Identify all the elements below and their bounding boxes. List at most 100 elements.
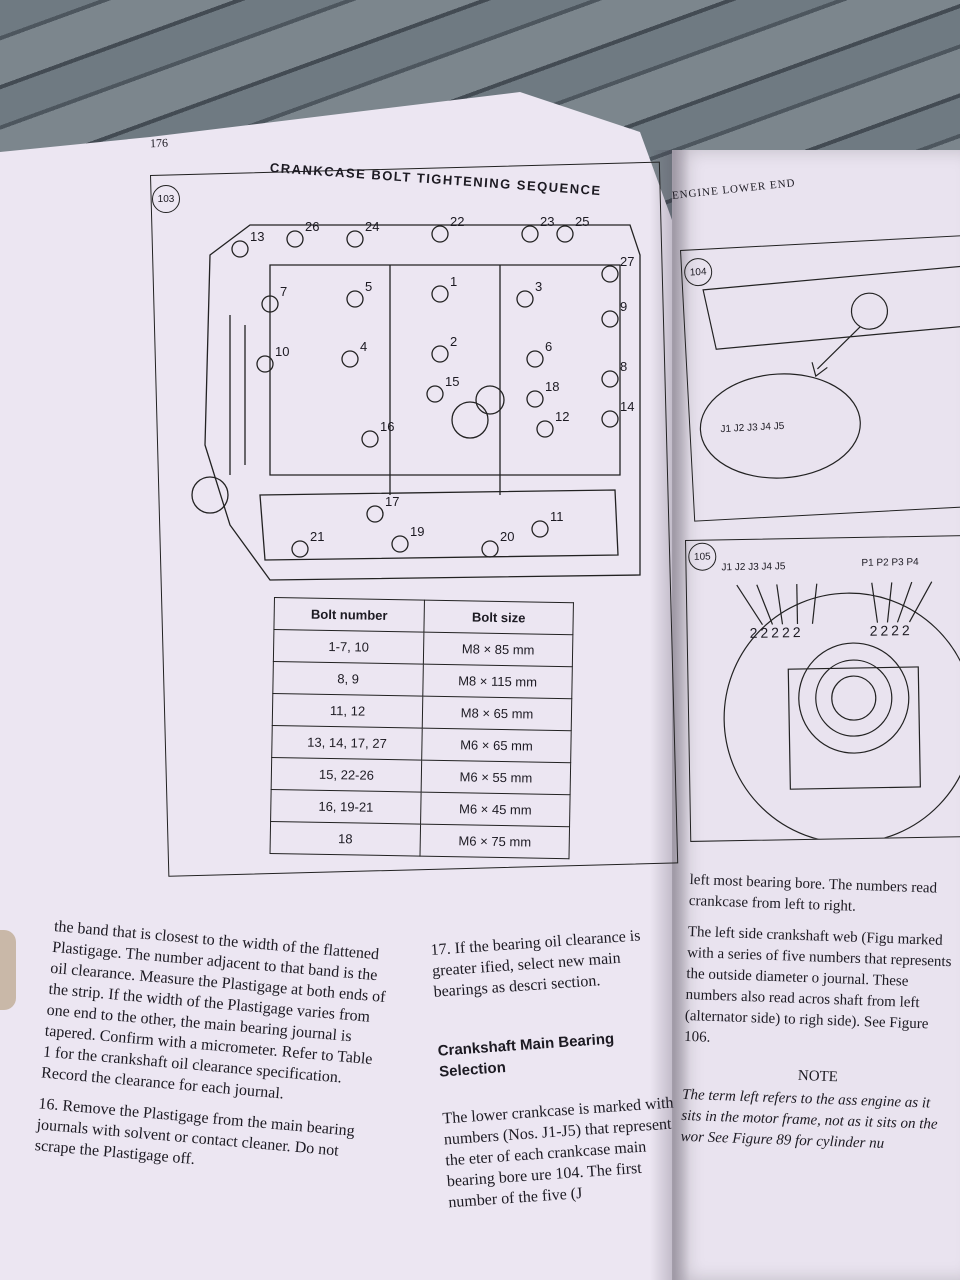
bolt-head [601, 370, 619, 388]
bolt-number-label: 7 [280, 284, 287, 299]
bolt-head [431, 285, 449, 303]
bolt-number-label: 15 [445, 374, 459, 389]
bolt-number-cell: 18 [270, 821, 421, 857]
figure-105-frame: 105 J1 J2 J3 J4 J5 P1 P2 P3 P4 22222 222… [685, 534, 960, 842]
bolt-number-label: 14 [620, 399, 634, 414]
bolt-size-cell: M6 × 65 mm [421, 728, 572, 763]
bolt-head [526, 350, 544, 368]
note-text: The term left refers to the ass engine a… [680, 1086, 938, 1152]
bolt-head [431, 345, 449, 363]
bolt-head [431, 225, 449, 243]
bolt-head [286, 230, 304, 248]
bolt-size-cell: M8 × 65 mm [422, 696, 572, 731]
bolt-number-label: 5 [365, 279, 372, 294]
bolt-head [231, 240, 249, 258]
column-header: Bolt number [273, 597, 425, 633]
bolt-number-label: 27 [620, 254, 634, 269]
bolt-head [536, 420, 554, 438]
paragraph: left most bearing bore. The numbers read… [688, 871, 938, 915]
text-column-left: the band that is closest to the width of… [33, 916, 394, 1196]
bolt-number-cell: 1-7, 10 [273, 629, 425, 665]
bolt-size-cell: M8 × 115 mm [422, 664, 573, 699]
bolt-number-cell: 11, 12 [272, 693, 423, 729]
bolt-head [516, 290, 534, 308]
bolt-head [556, 225, 574, 243]
book-gutter [650, 150, 690, 1280]
book-page-right [672, 150, 960, 1280]
bolt-number-label: 6 [545, 339, 552, 354]
bolt-number-label: 17 [385, 494, 399, 509]
figure-104-frame: 104 J1 J2 J3 J4 J5 [680, 234, 960, 522]
bolt-number-label: 2 [450, 334, 457, 349]
text-column-right: left most bearing bore. The numbers read… [680, 870, 960, 1167]
bolt-size-cell: M6 × 45 mm [420, 792, 571, 827]
bolt-size-cell: M6 × 55 mm [421, 760, 571, 795]
bolt-head [361, 430, 379, 448]
bolt-size-cell: M8 × 85 mm [423, 632, 573, 667]
bolt-number-label: 4 [360, 339, 367, 354]
bolt-number-label: 10 [275, 344, 289, 359]
bolt-number-label: 23 [540, 214, 554, 229]
bolt-number-label: 19 [410, 524, 424, 539]
bolt-number-label: 3 [535, 279, 542, 294]
bolt-number-label: 12 [555, 409, 569, 424]
section-heading: Crankshaft Main Bearing Selection [437, 1030, 615, 1081]
paragraph: The left side crankshaft web (Figu marke… [683, 923, 952, 1046]
bolt-number-label: 21 [310, 529, 324, 544]
thumb [0, 930, 16, 1010]
bolt-head [531, 520, 549, 538]
bolt-number-label: 24 [365, 219, 379, 234]
page-number: 176 [149, 135, 169, 151]
paragraph: The lower crankcase is marked with numbe… [441, 1094, 675, 1212]
bolt-number-label: 16 [380, 419, 394, 434]
bolt-number-label: 8 [620, 359, 627, 374]
bolt-head [366, 505, 384, 523]
bolt-head [521, 225, 539, 243]
bolt-number-cell: 8, 9 [272, 661, 424, 697]
crank-web-drawing [723, 581, 960, 841]
bolt-number-label: 1 [450, 274, 457, 289]
crankcase-detail-drawing [699, 265, 960, 479]
bolt-number-label: 9 [620, 299, 627, 314]
bolt-head [601, 265, 619, 283]
bolt-number-label: 18 [545, 379, 559, 394]
bolt-head [526, 390, 544, 408]
bolt-number-label: 25 [575, 214, 589, 229]
bolt-number-cell: 13, 14, 17, 27 [271, 725, 423, 761]
text-column-middle: 17. If the bearing oil clearance is grea… [430, 923, 694, 1223]
bolt-number-label: 13 [250, 229, 264, 244]
bolt-number-cell: 16, 19-21 [270, 789, 422, 825]
bolt-number-cell: 15, 22-26 [271, 757, 422, 793]
bolt-head [601, 310, 619, 328]
bolt-head [481, 540, 499, 558]
bolt-head [601, 410, 619, 428]
bolt-number-label: 11 [550, 509, 564, 524]
bolt-head [341, 350, 359, 368]
bolt-number-label: 26 [305, 219, 319, 234]
bolt-number-label: 22 [450, 214, 464, 229]
bolt-head [391, 535, 409, 553]
figure-callout: 103 [152, 185, 180, 213]
bolt-head [256, 355, 274, 373]
bolt-head [291, 540, 309, 558]
table-header-row: Bolt number Bolt size [273, 597, 574, 635]
bolt-number-label: 20 [500, 529, 514, 544]
column-header: Bolt size [424, 600, 574, 635]
pin-codes: 2222 [869, 622, 913, 639]
bolt-head [346, 230, 364, 248]
paragraph: the band that is closest to the width of… [40, 917, 387, 1103]
bolt-head [426, 385, 444, 403]
bolt-head [261, 295, 279, 313]
bolt-size-cell: M6 × 75 mm [420, 824, 570, 859]
bolt-head [346, 290, 364, 308]
journal-codes: 22222 [749, 623, 804, 641]
